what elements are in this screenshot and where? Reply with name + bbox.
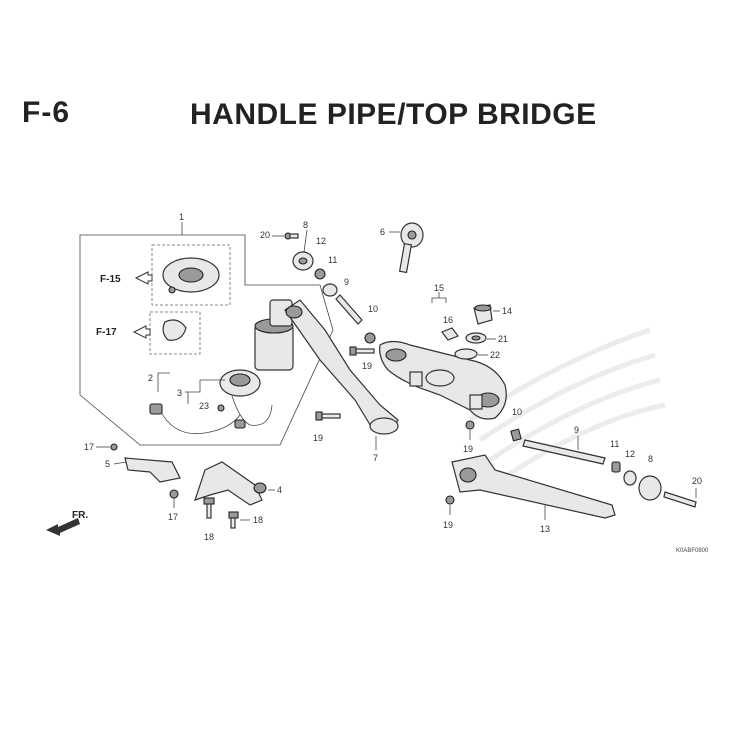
callout-9-b: 9 — [574, 425, 579, 435]
ref-arrow-f15 — [134, 271, 153, 285]
seat-lock-part — [162, 319, 187, 341]
bracket-5 — [124, 457, 181, 483]
callout-18-b: 18 — [253, 515, 263, 525]
ref-f15: F-15 — [100, 274, 121, 285]
section-code: F-6 — [22, 96, 70, 129]
callout-19-c: 19 — [463, 444, 473, 454]
callout-13: 13 — [540, 524, 550, 534]
bolt-18-a — [203, 497, 215, 519]
weight-shaft-9-b — [522, 439, 606, 465]
callout-5: 5 — [105, 459, 110, 469]
callout-22: 22 — [490, 350, 500, 360]
callout-8-b: 8 — [648, 454, 653, 464]
callout-19-b: 19 — [313, 433, 323, 443]
key-6 — [398, 222, 424, 274]
callout-12-b: 12 — [625, 449, 635, 459]
front-direction-arrow — [46, 518, 80, 536]
bolt-19-a — [349, 346, 375, 356]
ignition-switch — [149, 299, 294, 435]
callout-18-a: 18 — [204, 532, 214, 542]
callout-8-a: 8 — [303, 220, 308, 230]
bolt-18-b — [228, 511, 239, 529]
callout-3: 3 — [177, 388, 182, 398]
callout-12-a: 12 — [316, 236, 326, 246]
callout-6: 6 — [380, 227, 385, 237]
assembly-outline-1 — [79, 234, 334, 446]
ref-arrow-f17 — [132, 325, 151, 339]
bracket-4 — [194, 461, 263, 506]
callout-16: 16 — [443, 315, 453, 325]
direction-label: FR. — [72, 510, 88, 521]
callout-17-b: 17 — [168, 512, 178, 522]
callout-11-a: 11 — [328, 255, 337, 265]
callout-9-a: 9 — [344, 277, 349, 287]
weight-shaft-9-a — [335, 294, 363, 325]
callout-11-b: 11 — [610, 439, 619, 449]
callout-14: 14 — [502, 306, 512, 316]
callout-1: 1 — [179, 212, 184, 222]
drawing-code: K0ABF0800 — [676, 548, 709, 554]
callout-15: 15 — [434, 283, 444, 293]
callout-10-b: 10 — [512, 407, 522, 417]
bar-end-8-b — [638, 475, 662, 501]
callout-10-a: 10 — [368, 304, 378, 314]
callout-23: 23 — [199, 401, 209, 411]
bolt-19-b — [315, 411, 341, 421]
callout-20-b: 20 — [692, 476, 702, 486]
callout-21: 21 — [498, 334, 508, 344]
callout-17-a: 17 — [84, 442, 94, 452]
callout-20-a: 20 — [260, 230, 270, 240]
bolt-20-b — [663, 491, 697, 508]
handlebar-right-13 — [451, 454, 616, 519]
callout-19-d: 19 — [443, 520, 453, 530]
callout-2: 2 — [148, 373, 153, 383]
page-title: HANDLE PIPE/TOP BRIDGE — [190, 98, 597, 131]
handlebar-left-7 — [284, 299, 399, 433]
callout-7: 7 — [373, 453, 378, 463]
callout-4: 4 — [277, 485, 282, 495]
callout-19-a: 19 — [362, 361, 372, 371]
ref-f17: F-17 — [96, 327, 117, 338]
